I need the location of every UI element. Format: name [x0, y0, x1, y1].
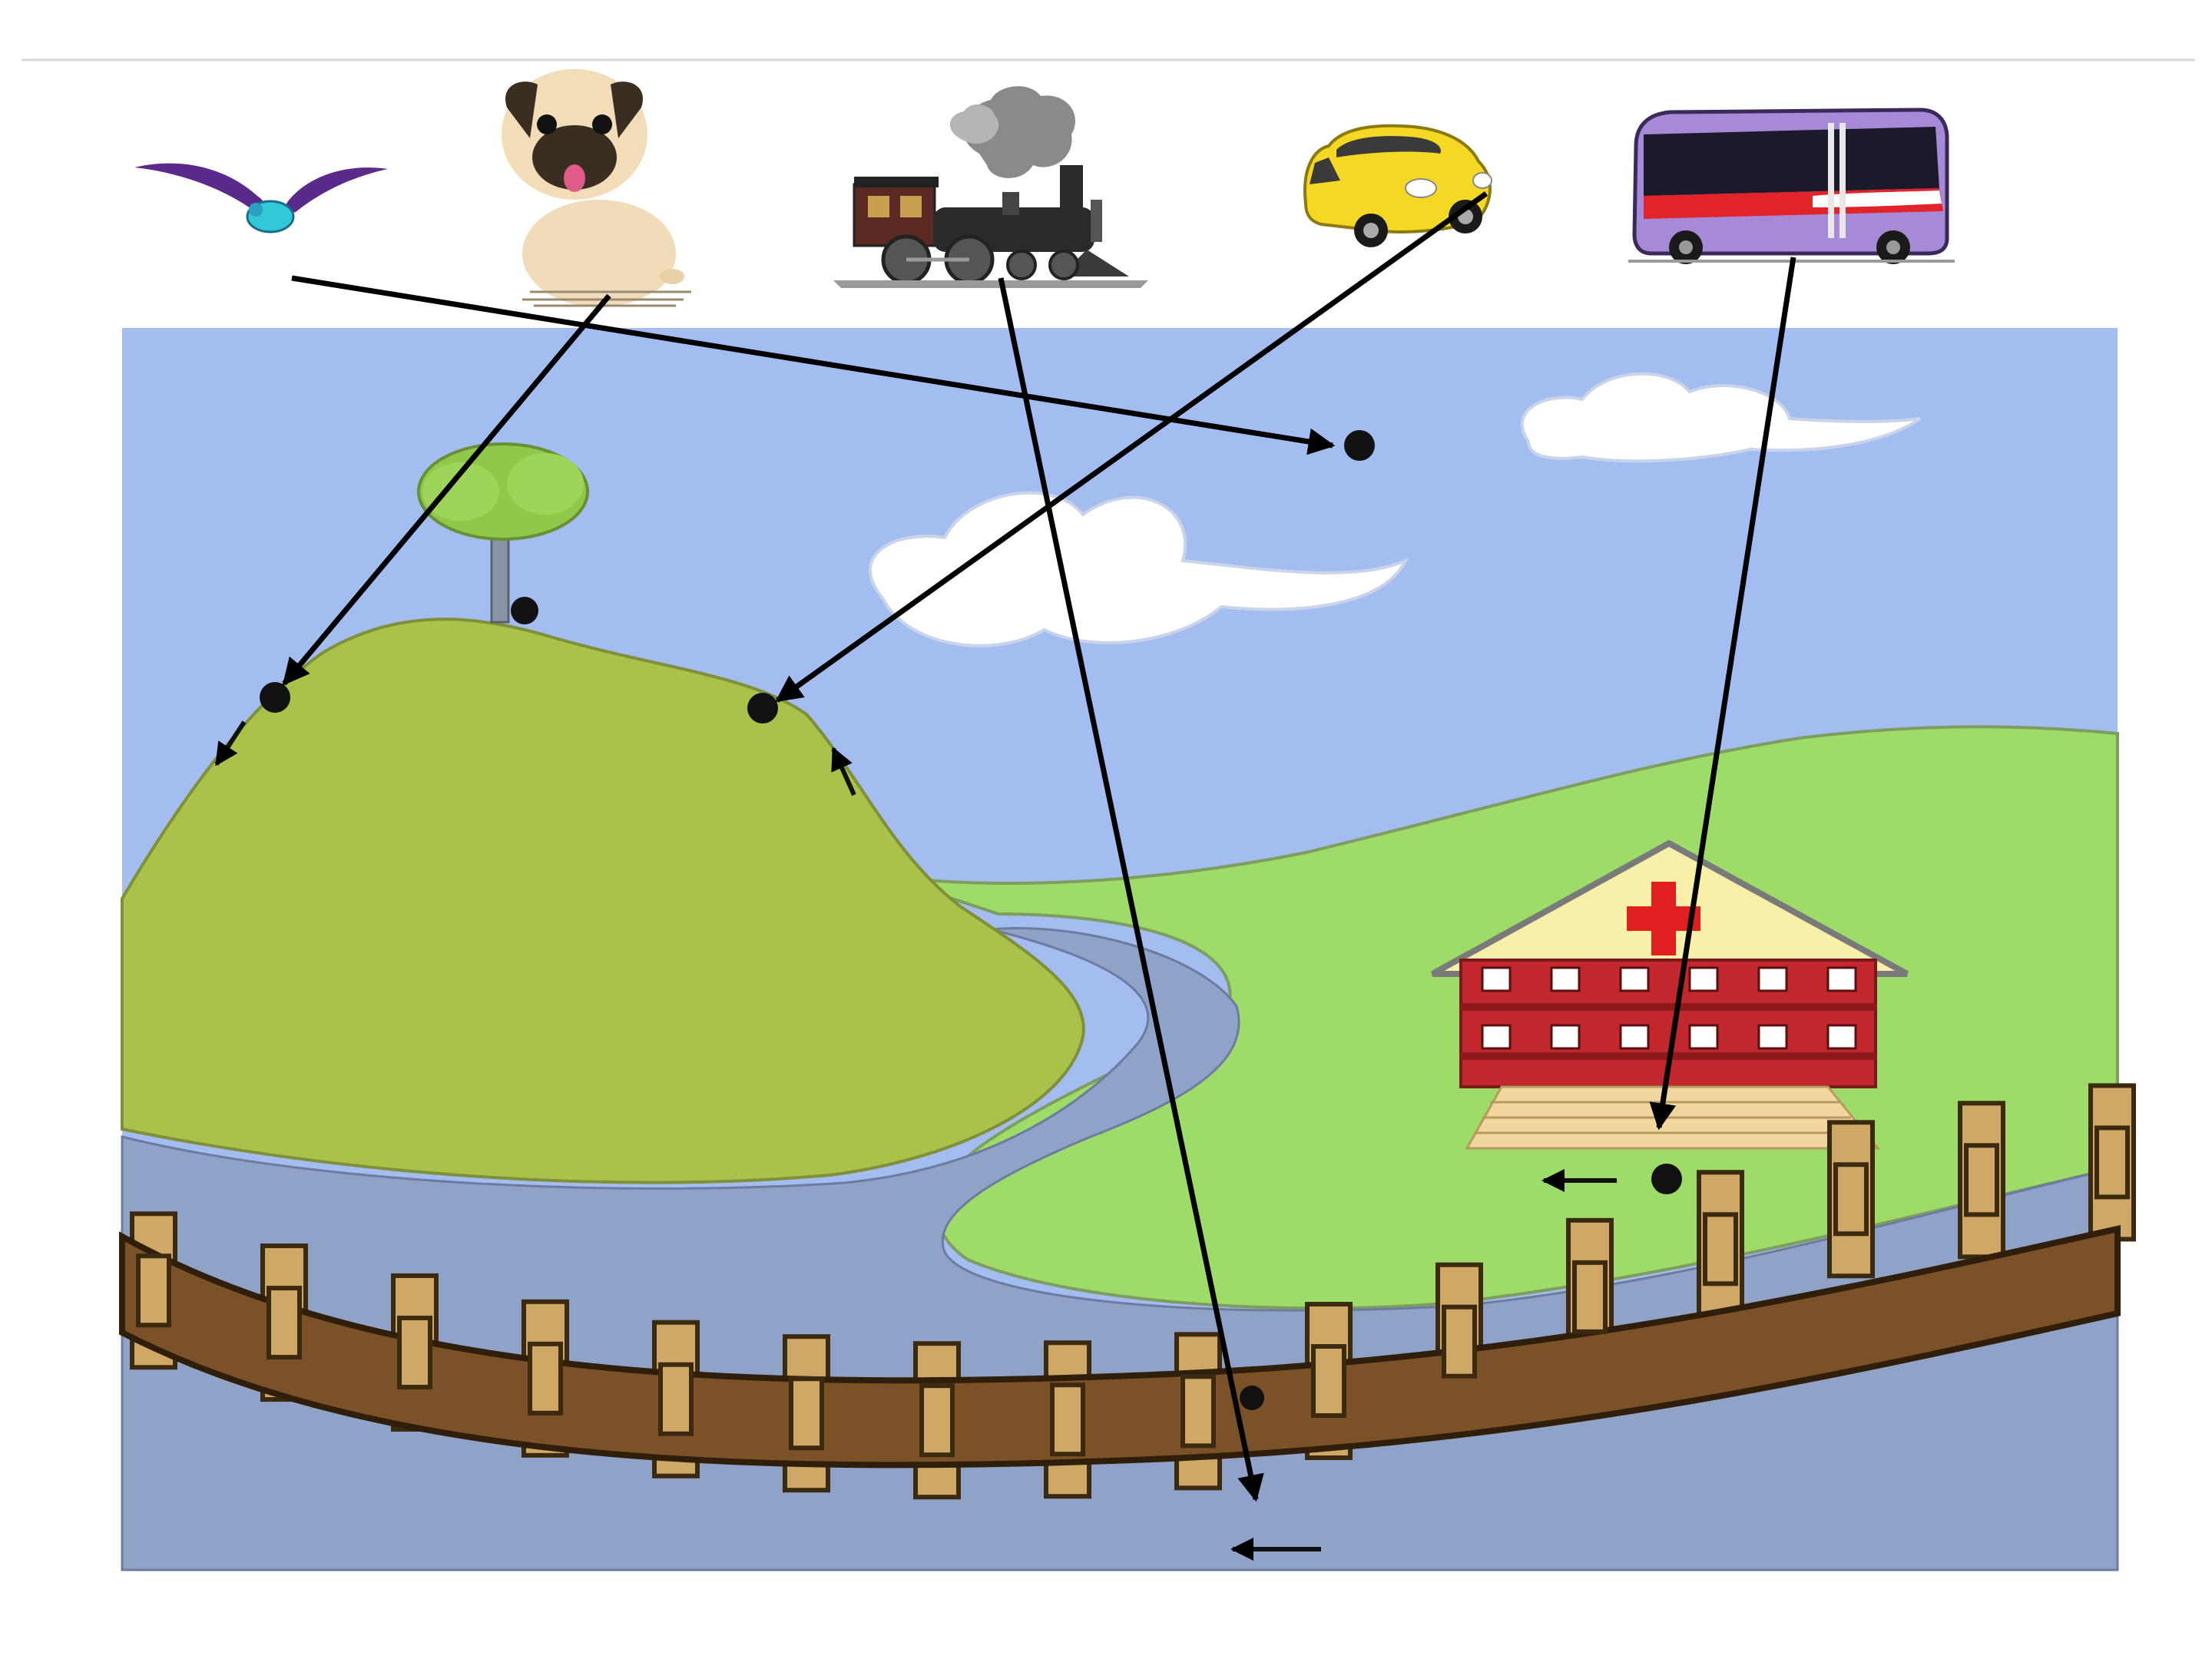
marker-sky	[1344, 430, 1375, 461]
track-sleeper-top	[267, 1286, 302, 1360]
bird-icon	[134, 163, 388, 233]
track-sleeper-top	[1703, 1212, 1738, 1286]
cloud-small	[1521, 372, 1922, 463]
steam-train-icon	[833, 86, 1148, 288]
marker-hill-right	[747, 693, 778, 724]
marker-track	[1240, 1386, 1264, 1410]
track-bed	[119, 1225, 2121, 1469]
arrow-dog-to-hill	[282, 293, 611, 686]
track-sleeper-top	[528, 1341, 563, 1416]
marker-hospital	[1651, 1164, 1682, 1194]
arrow-train-to-track	[998, 277, 1264, 1502]
cloud-large	[869, 491, 1409, 647]
track-sleeper-top	[1964, 1143, 1999, 1217]
track-sleeper-top	[658, 1362, 694, 1436]
arrow-car-to-hill	[775, 191, 1488, 703]
track-sleeper-top	[919, 1383, 955, 1458]
track-sleeper-top	[136, 1253, 171, 1328]
car-icon	[1303, 124, 1492, 247]
markers	[260, 430, 1682, 1410]
track-sleeper-top	[1572, 1260, 1608, 1334]
tree	[417, 442, 589, 624]
track-sleeper-top	[1311, 1343, 1346, 1418]
hospital	[1431, 839, 1909, 1150]
marker-tree	[511, 597, 538, 624]
marker-hill-left	[260, 682, 290, 713]
track-sleeper-top	[789, 1376, 824, 1451]
track-sleeper-top	[1833, 1162, 1869, 1237]
arrow-bus-to-hospital	[1649, 257, 1796, 1131]
dog-icon	[502, 69, 691, 307]
arrow-bird-to-sky	[291, 275, 1336, 455]
track-sleeper-top	[1181, 1374, 1216, 1449]
bus-icon	[1628, 108, 1955, 264]
scene	[119, 328, 2136, 1571]
small-arrows	[214, 720, 1617, 1561]
railway-track	[119, 1083, 2136, 1500]
track-sleeper-top	[2094, 1125, 2130, 1200]
track-sleeper-top	[1050, 1382, 1085, 1457]
track-sleeper-top	[1442, 1304, 1477, 1379]
track-sleeper-top	[397, 1315, 432, 1389]
hill	[121, 618, 1085, 1184]
connection-arrows	[282, 191, 1796, 1502]
red-cross-icon	[1627, 882, 1700, 955]
